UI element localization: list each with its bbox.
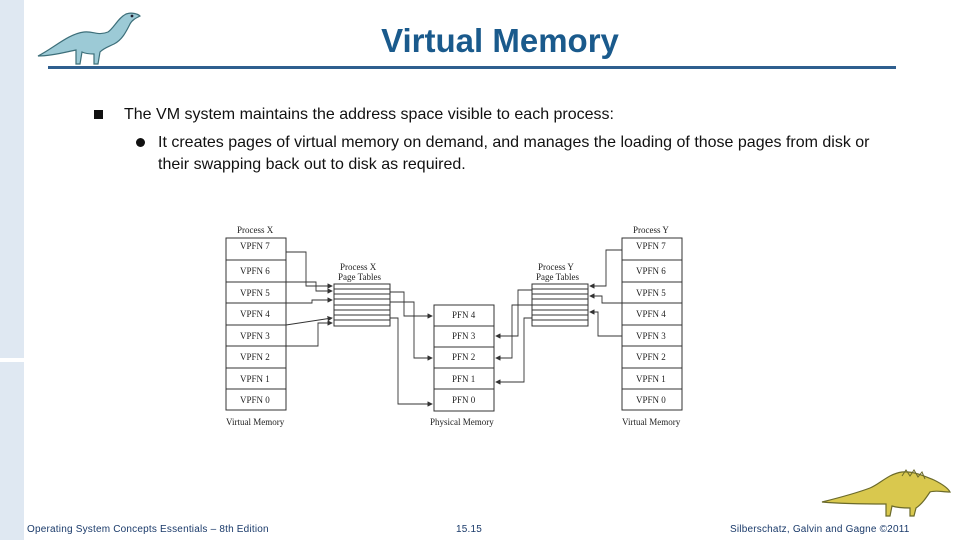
vpfn-label: VPFN 3	[636, 331, 666, 341]
page-tables-y-label: Page Tables	[536, 272, 579, 282]
physical-memory-caption: Physical Memory	[430, 417, 494, 427]
process-x-page-table	[334, 284, 390, 326]
page-tables-x-label: Page Tables	[338, 272, 381, 282]
vpfn-label: VPFN 4	[240, 309, 270, 319]
vpfn-label: VPFN 1	[240, 374, 270, 384]
vpfn-label: VPFN 5	[240, 288, 270, 298]
vpfn-label: VPFN 0	[240, 395, 270, 405]
process-x-label: Process X	[237, 225, 274, 235]
vpfn-label: VPFN 4	[636, 309, 666, 319]
vpfn-label: VPFN 2	[636, 352, 666, 362]
vpfn-label: VPFN 6	[240, 266, 270, 276]
virtual-memory-caption: Virtual Memory	[622, 417, 681, 427]
process-y-virtual-pages: VPFN 7 VPFN 6 VPFN 5 VPFN 4 VPFN 3 VPFN …	[622, 238, 682, 410]
dinosaur-icon	[818, 462, 954, 518]
pfn-label: PFN 4	[452, 310, 476, 320]
vpfn-label: VPFN 3	[240, 331, 270, 341]
footer-page-number: 15.15	[456, 524, 482, 535]
physical-memory-frames: PFN 4 PFN 3 PFN 2 PFN 1 PFN 0	[434, 305, 494, 411]
page-tables-x-label: Process X	[340, 262, 377, 272]
pfn-label: PFN 1	[452, 374, 475, 384]
virtual-memory-caption: Virtual Memory	[226, 417, 285, 427]
vpfn-label: VPFN 7	[240, 241, 270, 251]
page-tables-y-label: Process Y	[538, 262, 574, 272]
pfn-label: PFN 0	[452, 395, 476, 405]
vpfn-label: VPFN 5	[636, 288, 666, 298]
footer-book-title: Operating System Concepts Essentials – 8…	[27, 524, 269, 535]
vpfn-label: VPFN 1	[636, 374, 666, 384]
footer-authors: Silberschatz, Galvin and Gagne ©2011	[730, 524, 910, 535]
vpfn-label: VPFN 2	[240, 352, 270, 362]
process-y-label: Process Y	[633, 225, 669, 235]
pfn-label: PFN 3	[452, 331, 476, 341]
vpfn-label: VPFN 7	[636, 241, 666, 251]
vpfn-label: VPFN 6	[636, 266, 666, 276]
vpfn-label: VPFN 0	[636, 395, 666, 405]
process-x-virtual-pages: VPFN 7 VPFN 6 VPFN 5 VPFN 4 VPFN 3 VPFN …	[226, 238, 286, 410]
pfn-label: PFN 2	[452, 352, 475, 362]
process-y-page-table	[532, 284, 588, 326]
